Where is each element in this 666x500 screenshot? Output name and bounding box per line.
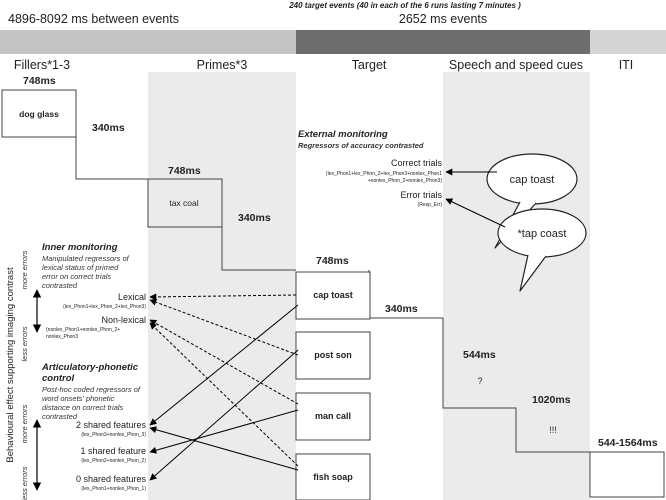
duration-prime-off: 340ms [238, 212, 271, 224]
articulatory-desc-2: word onsets' phonetic [42, 394, 115, 403]
nonlexical-formula-1: (nonlex_Phon1+nonlex_Phon_2+ [46, 327, 120, 333]
target-fish-soap: fish soap [313, 472, 353, 482]
error-trials-label: Error trials [400, 190, 442, 200]
bubble-correct-text: cap toast [510, 174, 555, 186]
target-post-son: post son [314, 350, 352, 360]
behavioural-effect-label: Behavioural effect supporting imaging co… [5, 267, 16, 463]
target-boxes [295, 271, 371, 500]
articulatory-title-2: control [42, 373, 75, 384]
inner-monitoring-title: Inner monitoring [42, 242, 118, 253]
external-monitoring-subtitle: Regressors of accuracy contrasted [298, 141, 424, 150]
feat0-formula: (lex_Phon1+nonlex_Phon_1) [81, 486, 146, 492]
inner-monitoring-desc-1: Manipulated regressors of [42, 254, 130, 263]
exclamation-marks: !!! [549, 425, 557, 435]
correct-trials-formula-1: (lex_Phon1+lex_Phon_2+lex_Phon3+nonlex_P… [326, 171, 442, 177]
feat0-label: 0 shared features [76, 474, 147, 484]
feat1-formula: (lex_Phon2+nonlex_Phon_2) [81, 458, 146, 464]
duration-target-off: 340ms [385, 303, 418, 315]
speech-bubble-error: *tap coast [497, 208, 587, 292]
column-header-speech: Speech and speed cues [449, 58, 583, 72]
inner-monitoring-desc-2: lexical status of primed [42, 263, 119, 272]
nonlexical-label: Non-lexical [101, 315, 146, 325]
duration-prime-on: 748ms [168, 165, 201, 177]
error-trials-formula: (Resp_Err) [418, 202, 443, 208]
lexical-formula: (lex_Phon1+lex_Phon_2+lex_Phon3) [63, 304, 146, 310]
more-errors-lower: more errors [20, 404, 29, 443]
events-timing: 2652 ms events [399, 12, 487, 26]
column-header-iti: ITI [619, 58, 634, 72]
less-errors-lower: less errors [20, 466, 29, 500]
feat1-label: 1 shared feature [80, 446, 146, 456]
less-errors-upper: less errors [20, 326, 29, 361]
column-header-primes: Primes*3 [197, 58, 248, 72]
articulatory-desc-3: distance on correct trials [42, 403, 124, 412]
target-cap-toast: cap toast [313, 290, 353, 300]
prime-box-text: tax coal [169, 198, 198, 208]
duration-filler-off: 340ms [92, 122, 125, 134]
articulatory-desc-4: contrasted [42, 412, 78, 421]
bubble-error-text: *tap coast [518, 228, 567, 240]
solid-arrows-features [149, 304, 299, 481]
dashed-arrows-lexical [149, 293, 299, 467]
column-header-target: Target [352, 58, 387, 72]
duration-target-on: 748ms [316, 255, 349, 267]
events-bar [296, 30, 590, 54]
articulatory-title-1: Articulatory-phonetic [41, 362, 139, 373]
duration-filler-on: 748ms [23, 75, 56, 87]
duration-speech-ex: 1020ms [532, 394, 571, 406]
feat2-formula: (lex_Phon3+nonlex_Phon_3) [81, 432, 146, 438]
inner-monitoring-desc-4: contrasted [42, 281, 78, 290]
inner-monitoring-desc-3: error on correct trials [42, 272, 111, 281]
articulatory-desc-1: Post-hoc coded regressors of [42, 385, 141, 394]
fillers-timing: 4896-8092 ms between events [8, 12, 179, 26]
runs-note: 240 target events (40 in each of the 6 r… [288, 1, 521, 10]
correct-trials-label: Correct trials [391, 158, 443, 168]
more-errors-upper: more errors [20, 250, 29, 289]
iti-bar [590, 30, 666, 54]
question-mark: ? [477, 376, 482, 386]
column-header-fillers: Fillers*1-3 [14, 58, 70, 72]
filler-box-text: dog glass [19, 109, 59, 119]
nonlexical-formula-2: nonlex_Phon3 [46, 334, 78, 340]
arrow-error-trials [445, 198, 506, 228]
target-man-call: man call [315, 411, 351, 421]
external-monitoring-title: External monitoring [298, 129, 388, 140]
lexical-label: Lexical [118, 292, 146, 302]
fillers-bar [0, 30, 296, 54]
duration-iti: 544-1564ms [598, 437, 658, 449]
primes-band [148, 72, 296, 500]
correct-trials-formula-2: +nonlex_Phon_2+nonlex_Phon3) [368, 178, 443, 184]
feat2-label: 2 shared features [76, 420, 147, 430]
duration-speech-q: 544ms [463, 349, 496, 361]
